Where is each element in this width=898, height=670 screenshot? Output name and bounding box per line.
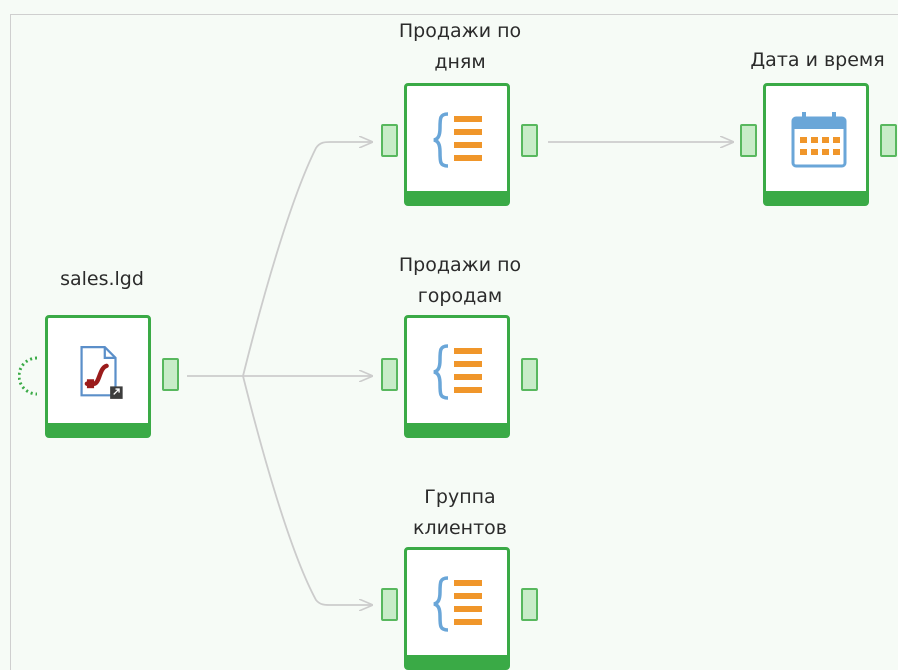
output-port-sales-by-day[interactable]	[521, 124, 538, 157]
canvas-border-left	[10, 14, 11, 670]
input-port-sales-by-day[interactable]	[381, 124, 398, 157]
input-port-client-group[interactable]	[381, 588, 398, 621]
node-status-bar	[48, 423, 148, 435]
node-label-client-group: Группа клиентов	[413, 486, 507, 539]
node-sales-by-day[interactable]	[404, 83, 510, 206]
file-import-icon	[80, 345, 123, 399]
list-braces-icon	[433, 576, 482, 632]
connection-sales-to-sales-by-day[interactable]	[187, 142, 372, 377]
output-port-sales[interactable]	[162, 358, 179, 391]
output-port-client-group[interactable]	[521, 588, 538, 621]
node-status-bar	[407, 655, 507, 667]
input-port-optional[interactable]	[18, 356, 38, 396]
canvas-border-top	[10, 14, 898, 15]
connection-sales-to-client-group[interactable]	[242, 375, 372, 605]
input-port-sales-by-city[interactable]	[381, 358, 398, 391]
node-status-bar	[407, 191, 507, 203]
list-braces-icon	[433, 112, 482, 168]
node-client-group[interactable]	[404, 547, 510, 670]
calendar-icon	[791, 112, 847, 168]
node-label-date-time: Дата и время	[750, 49, 885, 71]
list-braces-icon	[433, 344, 482, 400]
output-port-sales-by-city[interactable]	[521, 358, 538, 391]
output-port-date-time[interactable]	[880, 124, 897, 157]
node-label-sales-by-city: Продажи по городам	[398, 254, 522, 307]
node-date-time[interactable]	[763, 83, 869, 206]
node-label-sales: sales.lgd	[60, 268, 144, 290]
node-status-bar	[766, 191, 866, 203]
node-status-bar	[407, 423, 507, 435]
node-sales-by-city[interactable]	[404, 315, 510, 438]
node-sales[interactable]	[45, 315, 151, 438]
input-port-date-time[interactable]	[740, 124, 757, 157]
node-label-sales-by-day: Продажи по дням	[398, 20, 522, 73]
